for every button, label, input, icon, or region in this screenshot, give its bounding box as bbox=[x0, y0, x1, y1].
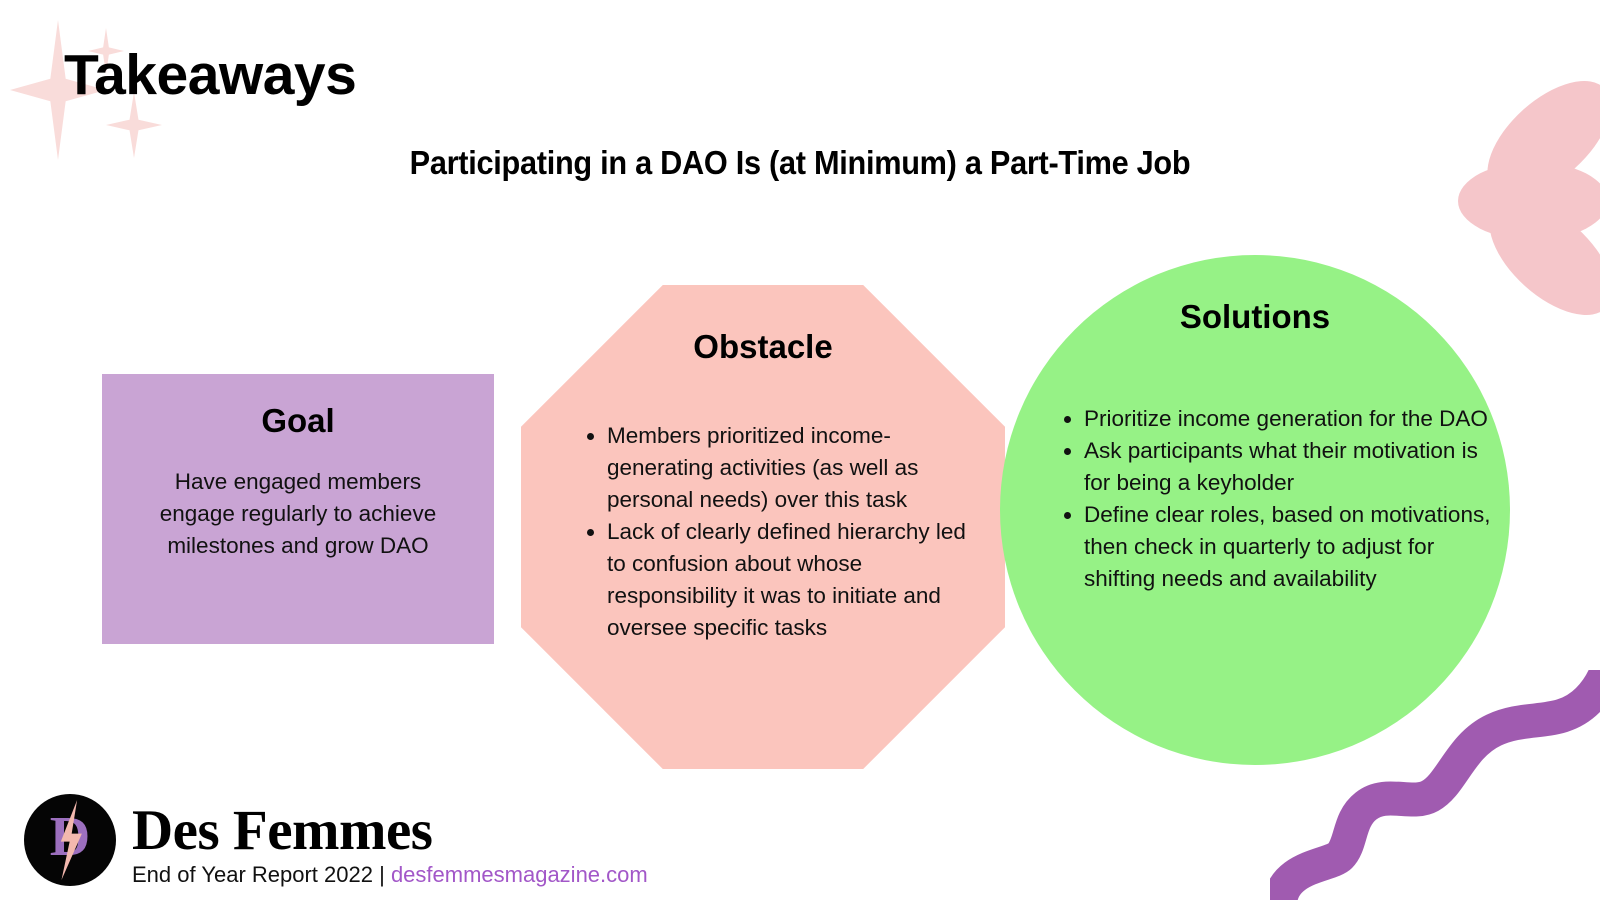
list-item: Lack of clearly defined hierarchy led to… bbox=[607, 516, 985, 644]
list-item: Define clear roles, based on motivations… bbox=[1084, 499, 1500, 595]
des-femmes-logo-icon: D bbox=[24, 794, 116, 886]
solutions-bullet-list: Prioritize income generation for the DAO… bbox=[1062, 403, 1500, 595]
report-label: End of Year Report 2022 bbox=[132, 862, 373, 887]
goal-card-body: Have engaged members engage regularly to… bbox=[159, 469, 437, 558]
list-item: Prioritize income generation for the DAO bbox=[1084, 403, 1500, 435]
footer-report-line: End of Year Report 2022 | desfemmesmagaz… bbox=[132, 862, 648, 888]
separator: | bbox=[379, 862, 385, 887]
page-subtitle: Participating in a DAO Is (at Minimum) a… bbox=[409, 144, 1191, 181]
page-title: Takeaways bbox=[64, 43, 357, 107]
footer-text-block: Des Femmes End of Year Report 2022 | des… bbox=[132, 798, 648, 890]
solutions-card-title: Solutions bbox=[1179, 298, 1331, 335]
obstacle-card: Obstacle Members prioritized income-gene… bbox=[521, 285, 1005, 769]
list-item: Ask participants what their motivation i… bbox=[1084, 435, 1500, 499]
goal-card-title: Goal bbox=[261, 402, 335, 439]
website-url[interactable]: desfemmesmagazine.com bbox=[390, 862, 648, 887]
footer-branding: D Des Femmes End of Year Report 2022 | d… bbox=[24, 794, 648, 890]
goal-card: Goal Have engaged members engage regular… bbox=[102, 374, 494, 644]
brand-name: Des Femmes bbox=[132, 798, 433, 862]
flower-petal bbox=[1467, 59, 1600, 219]
flower-decoration bbox=[1428, 59, 1600, 337]
obstacle-card-title: Obstacle bbox=[693, 328, 833, 365]
obstacle-bullet-list: Members prioritized income-generating ac… bbox=[585, 420, 985, 644]
solutions-card: Solutions Prioritize income generation f… bbox=[1000, 255, 1510, 765]
list-item: Members prioritized income-generating ac… bbox=[607, 420, 985, 516]
